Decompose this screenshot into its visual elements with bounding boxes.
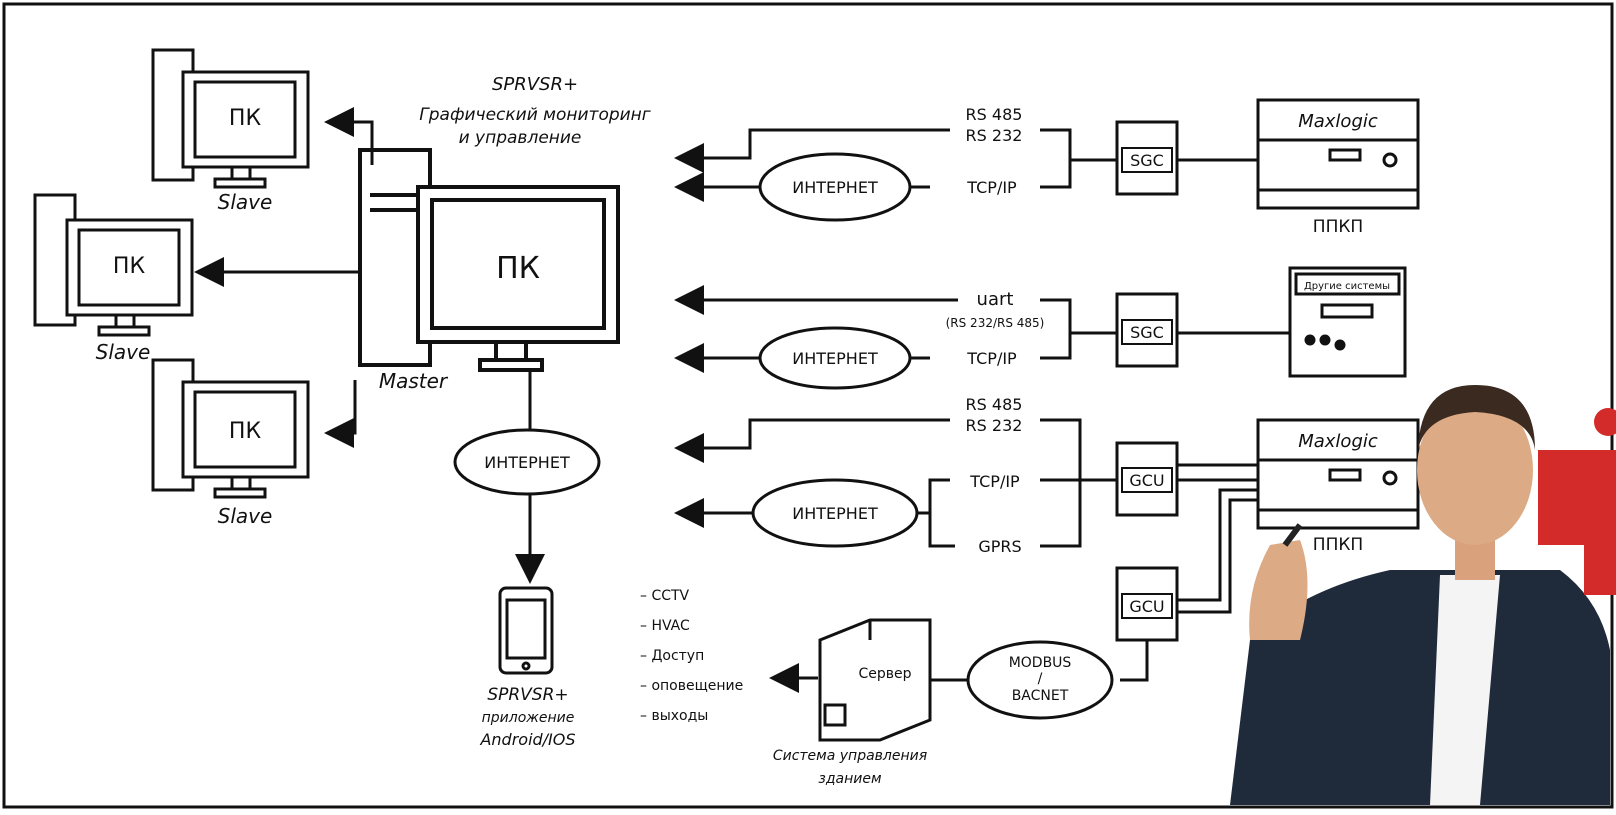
- bms-list: – CCTV – HVAC – Доступ – оповещение – вы…: [640, 588, 743, 724]
- bms-server: Сервер: [818, 618, 932, 742]
- bms-caption-2: зданием: [818, 771, 882, 787]
- modbus-cloud: MODBUS / BACNET: [966, 640, 1114, 720]
- row3-tcp: TCP/IP: [969, 472, 1020, 491]
- row1-bus-2: RS 232: [966, 126, 1023, 145]
- slave-pc-1: ПК: [151, 48, 310, 189]
- row1-panel: Maxlogic: [1256, 98, 1420, 210]
- row3-panel: Maxlogic: [1256, 418, 1420, 530]
- slave-2-caption: Slave: [96, 340, 151, 364]
- row3-panel-caption: ППКП: [1313, 535, 1363, 555]
- bms-bus-1: MODBUS: [1009, 655, 1072, 671]
- mobile-caption-2: приложение: [482, 710, 575, 726]
- cloud-mobile-label: ИНТЕРНЕТ: [484, 453, 570, 472]
- row1-tcp: TCP/IP: [966, 178, 1017, 197]
- mobile-caption-3: Android/IOS: [479, 730, 575, 749]
- row2-bus-2: (RS 232/RS 485): [946, 316, 1045, 330]
- row3-bus-2: RS 232: [966, 416, 1023, 435]
- row1-module: SGC: [1115, 120, 1179, 196]
- row3-cloud-label: ИНТЕРНЕТ: [792, 504, 878, 523]
- slave-pc-2: ПК: [33, 193, 194, 337]
- mobile-caption-1: SPRVSR+: [487, 685, 568, 705]
- bms-item-3: – Доступ: [640, 648, 704, 664]
- sprvsr-title-line-3: и управление: [459, 128, 582, 148]
- master-screen-label: ПК: [496, 251, 540, 286]
- slave-3-caption: Slave: [218, 504, 273, 528]
- bms-caption-1: Система управления: [773, 748, 927, 764]
- row3-module: GCU: [1115, 441, 1179, 517]
- row1-cloud: ИНТЕРНЕТ: [758, 152, 912, 222]
- row2-panel: Другие системы: [1288, 266, 1407, 378]
- row1-bus-1: RS 485: [966, 105, 1023, 124]
- row2-cloud: ИНТЕРНЕТ: [758, 326, 912, 390]
- slave-pc-3: ПК: [151, 358, 310, 499]
- row2-bus-1: uart: [977, 289, 1014, 310]
- bms-item-5: – выходы: [640, 708, 708, 724]
- bms-server-label: Сервер: [858, 666, 911, 682]
- master-slave-links: [194, 107, 374, 448]
- bms-item-1: – CCTV: [640, 588, 690, 604]
- master-caption: Master: [379, 369, 449, 393]
- bms-bus-2: /: [1038, 671, 1043, 687]
- bms-bus-3: BACNET: [1012, 688, 1069, 704]
- row1-cloud-label: ИНТЕРНЕТ: [792, 178, 878, 197]
- bms-item-2: – HVAC: [640, 618, 690, 634]
- slave-3-screen-label: ПК: [229, 419, 262, 444]
- row2-tcp: TCP/IP: [966, 349, 1017, 368]
- red-accent: [1538, 408, 1616, 595]
- row3-gprs: GPRS: [978, 537, 1021, 556]
- cloud-internet-mobile: ИНТЕРНЕТ: [453, 428, 601, 496]
- slave-1-screen-label: ПК: [229, 106, 262, 131]
- bms-item-4: – оповещение: [640, 678, 743, 694]
- slave-2-screen-label: ПК: [113, 254, 146, 279]
- row2-panel-title: Другие системы: [1304, 281, 1390, 292]
- row1-panel-caption: ППКП: [1313, 217, 1363, 237]
- businessman-photo: [1230, 385, 1610, 805]
- sprvsr-title-line-1: SPRVSR+: [492, 74, 578, 95]
- row1-module-label: SGC: [1130, 151, 1164, 170]
- smartphone: [498, 586, 554, 675]
- slave-1-caption: Slave: [218, 190, 273, 214]
- master-pc: ПК: [358, 148, 620, 372]
- row2-module: SGC: [1115, 292, 1179, 368]
- row3-panel-title: Maxlogic: [1298, 431, 1378, 452]
- row3-bus-1: RS 485: [966, 395, 1023, 414]
- row2-module-label: SGC: [1130, 323, 1164, 342]
- row3-module-label: GCU: [1129, 471, 1164, 490]
- row1-panel-title: Maxlogic: [1298, 111, 1378, 132]
- row3-cloud: ИНТЕРНЕТ: [751, 478, 919, 548]
- sprvsr-title: SPRVSR+ Графический мониторинг и управле…: [419, 74, 651, 148]
- row2-cloud-label: ИНТЕРНЕТ: [792, 349, 878, 368]
- sprvsr-title-line-2: Графический мониторинг: [419, 105, 651, 125]
- row3-module-2: GCU: [1115, 566, 1179, 642]
- row3-module-2-label: GCU: [1129, 597, 1164, 616]
